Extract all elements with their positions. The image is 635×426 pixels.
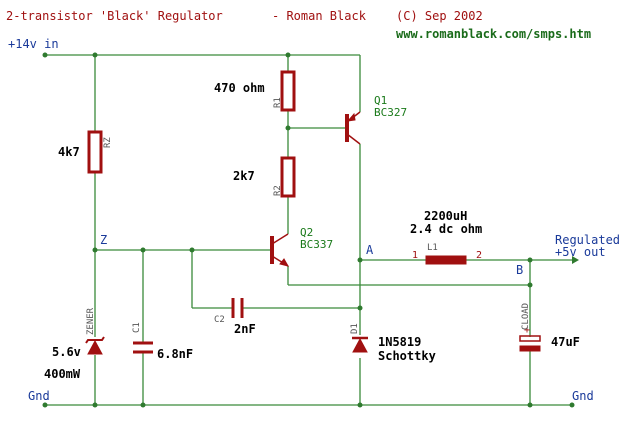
d1-type: Schottky — [378, 349, 436, 363]
r1-value: 470 ohm — [214, 81, 265, 95]
junction-gnd-left — [42, 402, 48, 408]
c1-capacitor — [133, 341, 153, 354]
cload-plate-negative — [519, 345, 541, 352]
r2-ref: R2 — [273, 185, 283, 196]
gnd-left-label: Gnd — [28, 389, 50, 403]
zener-ref: ZENER — [86, 307, 96, 335]
node-a-label: A — [366, 243, 374, 257]
rz-resistor — [87, 130, 103, 174]
junction-c2-d1 — [357, 305, 363, 311]
r1-ref: R1 — [273, 97, 283, 108]
l1-ref: L1 — [427, 243, 438, 253]
cload-plus-sign: + — [524, 325, 530, 336]
q2-emitter-arrow — [279, 258, 290, 267]
r2-value: 2k7 — [233, 169, 255, 183]
c2-capacitor — [231, 298, 244, 318]
junction-top-r1 — [285, 52, 291, 58]
zener-diode — [85, 336, 105, 355]
q1-emitter-arrow — [346, 112, 356, 122]
node-z-label: Z — [100, 233, 107, 247]
l1-inductor — [425, 255, 467, 265]
author-label: - Roman Black — [272, 9, 367, 23]
q1-collector-lead — [346, 133, 361, 145]
q1-ref: Q1 — [374, 94, 387, 107]
r2-resistor — [280, 156, 296, 198]
l1-pin2: 2 — [476, 250, 482, 261]
junction-c1 — [140, 247, 146, 253]
junction-gnd-right — [569, 402, 575, 408]
junction-out — [527, 257, 533, 263]
junction-gnd-zener — [92, 402, 98, 408]
rz-value: 4k7 — [58, 145, 80, 159]
d1-part: 1N5819 — [378, 335, 421, 349]
q2-part: BC337 — [300, 238, 333, 251]
junction-a — [357, 257, 363, 263]
out-terminal-arrow — [572, 256, 579, 264]
copyright-label: (C) Sep 2002 — [396, 9, 483, 23]
junction-c2 — [189, 247, 195, 253]
junction-vin — [42, 52, 48, 58]
cload-plate-positive — [519, 335, 541, 342]
c1-ref: C1 — [132, 322, 142, 333]
junction-gnd-cload — [527, 402, 533, 408]
d1-ref: D1 — [350, 323, 360, 334]
zener-voltage: 5.6v — [52, 345, 81, 359]
cload-value: 47uF — [551, 335, 580, 349]
c2-value: 2nF — [234, 322, 256, 336]
d1-diode — [352, 336, 368, 353]
junction-top-left — [92, 52, 98, 58]
rz-ref: RZ — [103, 137, 113, 148]
q1-transistor — [345, 111, 361, 145]
cload-capacitor: + — [519, 325, 541, 352]
q2-transistor — [270, 233, 290, 267]
junction-gnd-d1 — [357, 402, 363, 408]
output-label-line1: Regulated — [555, 233, 620, 247]
website-url: www.romanblack.com/smps.htm — [396, 27, 591, 41]
output-label-line2: +5v out — [555, 245, 606, 259]
junction-z — [92, 247, 98, 253]
l1-value: 2200uH — [424, 209, 467, 223]
junction-gnd-c1 — [140, 402, 146, 408]
vin-label: +14v in — [8, 37, 59, 51]
zener-bar — [85, 336, 105, 344]
node-b-label: B — [516, 263, 523, 277]
junction-r1-r2 — [285, 125, 291, 131]
c2-ref: C2 — [214, 315, 225, 325]
c1-value: 6.8nF — [157, 347, 193, 361]
d1-triangle — [352, 337, 368, 353]
zener-power: 400mW — [44, 367, 81, 381]
gnd-right-label: Gnd — [572, 389, 594, 403]
l1-resistance: 2.4 dc ohm — [410, 222, 482, 236]
r1-resistor — [280, 70, 296, 112]
junctions — [42, 52, 575, 408]
q1-part: BC327 — [374, 106, 407, 119]
l1-pin1: 1 — [412, 250, 418, 261]
cload-ref: CLOAD — [521, 303, 531, 330]
q2-collector-lead — [271, 233, 289, 245]
junction-b — [527, 282, 533, 288]
wires — [45, 54, 572, 406]
q2-ref: Q2 — [300, 226, 313, 239]
diagram-title: 2-transistor 'Black' Regulator — [6, 9, 223, 23]
zener-triangle — [87, 339, 103, 355]
